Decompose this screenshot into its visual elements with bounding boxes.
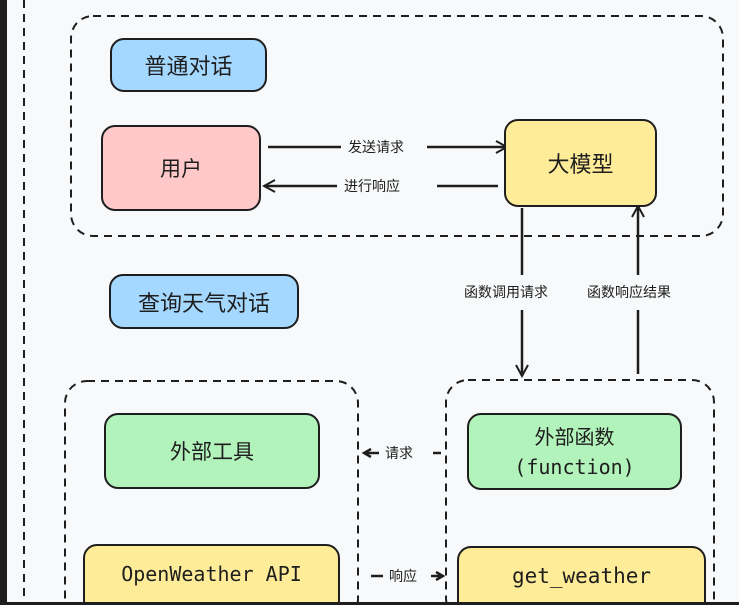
function-call-request-label: 函数调用请求 <box>464 282 548 302</box>
diagram-canvas: 普通对话 用户 大模型 发送请求 进行响应 函数调用请求 函数响应结果 查询天气… <box>7 0 739 602</box>
get-weather-node: get_weather <box>457 546 706 602</box>
external-tool-group-frame <box>64 380 359 602</box>
llm-node-label: 大模型 <box>547 153 614 178</box>
diagram-lines <box>23 0 724 602</box>
normal-chat-group-frame <box>70 15 724 237</box>
external-function-group-frame <box>445 379 715 602</box>
user-node-label: 用户 <box>160 157 202 181</box>
get-weather-node-label: get_weather <box>511 564 652 588</box>
openweather-api-node: OpenWeather API <box>83 544 340 602</box>
external-function-node-label-line1: 外部函数 <box>534 424 615 449</box>
external-tool-node: 外部工具 <box>104 413 320 489</box>
response-label: 响应 <box>386 566 420 586</box>
weather-chat-title-box: 查询天气对话 <box>109 274 299 329</box>
weather-chat-title: 查询天气对话 <box>137 291 270 317</box>
user-node: 用户 <box>101 125 261 211</box>
external-tool-node-label: 外部工具 <box>170 440 254 464</box>
respond-label: 进行响应 <box>341 176 403 196</box>
openweather-api-node-label: OpenWeather API <box>121 562 302 586</box>
request-label: 请求 <box>382 443 416 463</box>
function-response-result-label: 函数响应结果 <box>587 282 671 302</box>
normal-chat-title: 普通对话 <box>144 55 233 80</box>
send-request-label: 发送请求 <box>345 137 407 157</box>
external-function-node-label-line2: (function) <box>514 454 635 479</box>
normal-chat-title-box: 普通对话 <box>110 38 267 92</box>
external-function-node: 外部函数 (function) <box>467 413 682 490</box>
llm-node: 大模型 <box>504 119 657 207</box>
